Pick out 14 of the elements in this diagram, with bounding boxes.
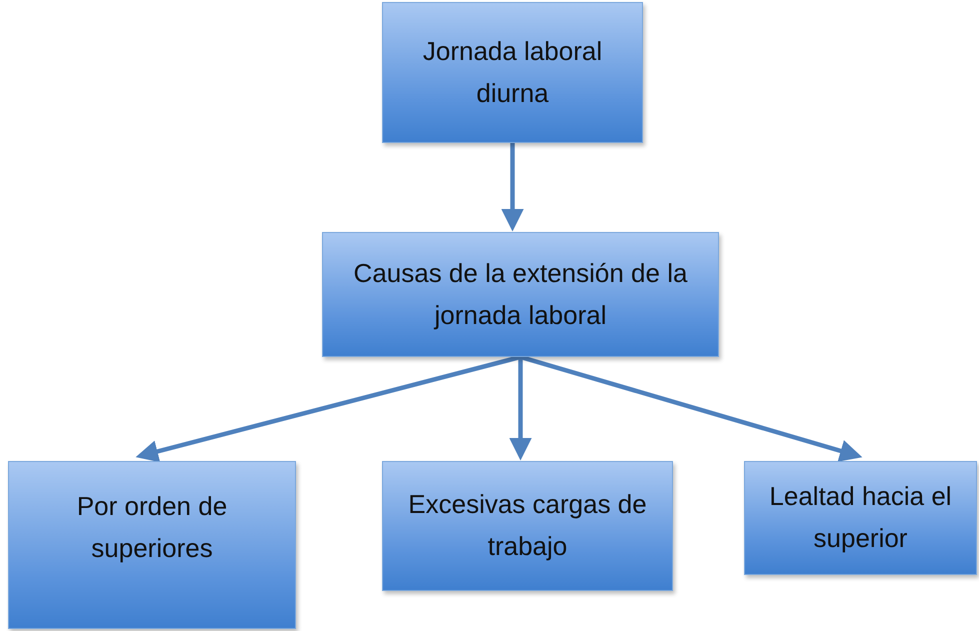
process-box — [8, 461, 296, 629]
arrow — [509, 357, 532, 460]
arrow — [501, 143, 524, 232]
arrow — [520, 354, 862, 462]
process-box — [322, 232, 719, 357]
box-label: Excesivas cargas de trabajo — [407, 488, 648, 563]
box-label: Lealtad hacia el superior — [768, 480, 953, 555]
process-box — [382, 461, 673, 591]
process-box — [744, 461, 977, 575]
box-label: Por orden de superiores — [76, 490, 228, 565]
process-box — [382, 2, 643, 143]
box-label: Causas de la extensión de la jornada laboral — [352, 256, 688, 332]
box-label: Jornada laboral diurna — [422, 34, 604, 110]
arrow — [136, 354, 522, 462]
